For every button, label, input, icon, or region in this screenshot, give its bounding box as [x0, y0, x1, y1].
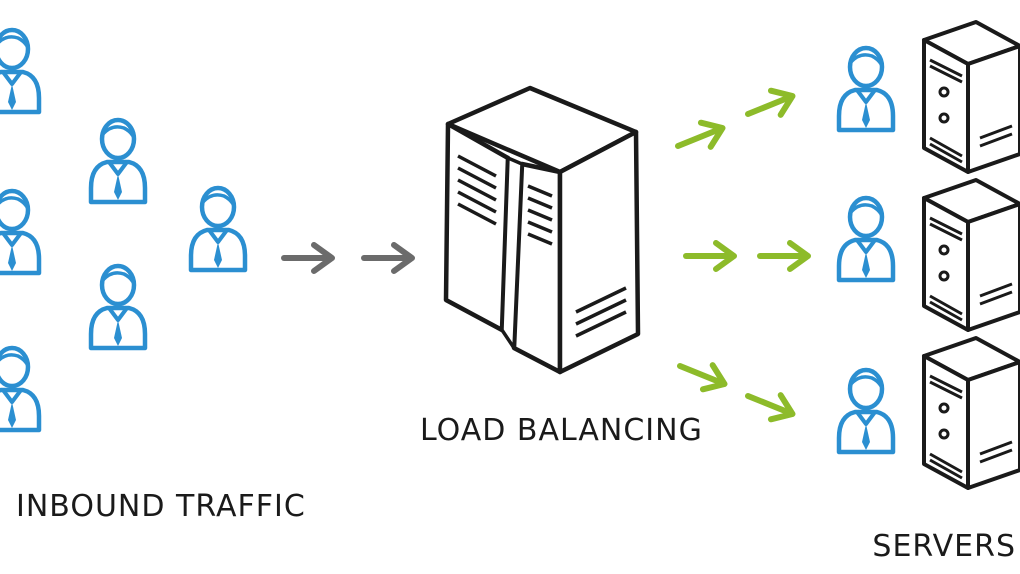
- arrow-right-icon: [364, 245, 412, 271]
- user-icon: [839, 198, 893, 280]
- inbound-traffic-label: INBOUND TRAFFIC: [16, 489, 306, 524]
- user-icon: [0, 348, 39, 430]
- server-users: [839, 48, 893, 452]
- servers: [922, 20, 1020, 490]
- load-balancing-label: LOAD BALANCING: [420, 413, 703, 448]
- user-icon: [839, 48, 893, 130]
- arrow-right-icon: [760, 243, 808, 269]
- user-icon: [839, 370, 893, 452]
- arrow-right-icon: [686, 243, 734, 269]
- user-icon: [0, 191, 39, 273]
- arrow-down-right-icon: [675, 354, 729, 396]
- servers-label: SERVERS: [872, 529, 1016, 564]
- server-icon: [922, 336, 1020, 490]
- server-icon: [922, 20, 1020, 174]
- user-icon: [91, 120, 145, 202]
- inbound-arrows: [284, 245, 412, 271]
- arrow-right-icon: [284, 245, 332, 271]
- server-icon: [922, 178, 1020, 332]
- arrow-up-right-icon: [743, 84, 797, 126]
- user-icon: [191, 188, 245, 270]
- load-balancer-icon: [443, 85, 641, 375]
- outbound-arrows: [673, 84, 808, 426]
- user-icon: [0, 30, 39, 112]
- inbound-users: [0, 30, 245, 430]
- arrow-up-right-icon: [673, 116, 727, 158]
- user-icon: [91, 266, 145, 348]
- arrow-down-right-icon: [743, 384, 797, 426]
